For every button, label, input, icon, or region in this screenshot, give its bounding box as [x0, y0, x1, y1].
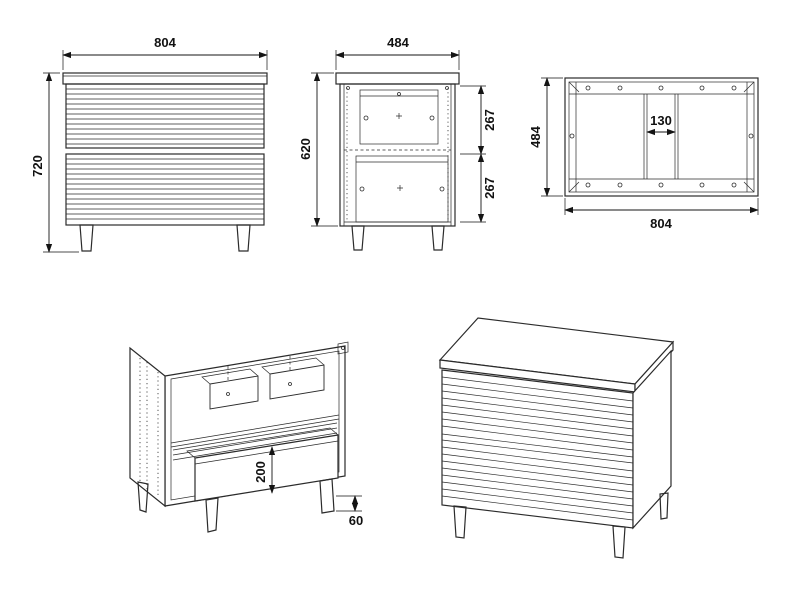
back-gap-label: 130: [650, 113, 672, 128]
front-right-leg: [236, 224, 251, 252]
interior-slats: [172, 422, 338, 461]
leg-offset-label: 60: [349, 513, 363, 528]
upper-inner-drawers: [201, 356, 325, 410]
side-cabinet-drawing: [335, 72, 460, 251]
drawer-depth-label: 200: [253, 461, 268, 483]
lower-drawer-iso-slats: [441, 446, 634, 521]
back-width-dimension: 804: [564, 198, 759, 231]
side-lower-drawer-label: 267: [482, 177, 497, 199]
upper-drawer-slats: [66, 88, 264, 145]
side-drawer-dimensions: 267 267: [460, 85, 497, 223]
iso-closed-back-right-leg: [659, 492, 669, 520]
front-left-leg: [79, 224, 94, 252]
side-front-leg: [351, 225, 365, 251]
side-back-leg: [431, 225, 445, 251]
side-width-label: 484: [387, 35, 409, 50]
iso-open-back-left-leg: [137, 481, 149, 513]
front-height-label: 720: [30, 155, 45, 177]
leg-offset-dimension: 60: [336, 495, 363, 528]
back-screws: [569, 85, 754, 188]
back-width-label: 804: [650, 216, 672, 231]
iso-open-front-right-leg: [319, 478, 335, 514]
lower-drawer-profile: [355, 155, 449, 223]
iso-closed-cabinet-drawing: [438, 317, 675, 559]
back-cabinet-drawing: [564, 77, 759, 197]
back-view: 130 484 804: [528, 77, 759, 231]
side-width-dimension: 484: [335, 35, 460, 70]
isometric-open-view: 200 60: [129, 341, 363, 533]
iso-open-cabinet-drawing: [129, 341, 349, 533]
lower-drawer-slats: [66, 158, 264, 220]
side-view: 484 620 267 267: [298, 35, 497, 251]
iso-closed-front-right-leg: [612, 525, 626, 559]
front-view: 804 720: [30, 35, 268, 253]
upper-drawer-iso-slats: [441, 376, 634, 451]
side-upper-drawer-label: 267: [482, 109, 497, 131]
front-height-dimension: 720: [30, 72, 79, 253]
isometric-closed-view: [438, 317, 675, 559]
iso-closed-front-left-leg: [453, 505, 467, 539]
upper-drawer-profile: [359, 89, 439, 145]
side-height-dimension: 620: [298, 72, 338, 227]
lower-drawer-box: [186, 427, 339, 502]
front-cabinet-drawing: [62, 72, 268, 252]
iso-open-front-left-leg: [205, 497, 219, 533]
back-height-dimension: 484: [528, 77, 563, 197]
front-width-dimension: 804: [62, 35, 268, 70]
drawer-depth-dimension: 200: [253, 446, 276, 494]
front-width-label: 804: [154, 35, 176, 50]
side-height-label: 620: [298, 138, 313, 160]
back-height-label: 484: [528, 125, 543, 147]
back-gap-dimension: 130: [646, 113, 676, 136]
